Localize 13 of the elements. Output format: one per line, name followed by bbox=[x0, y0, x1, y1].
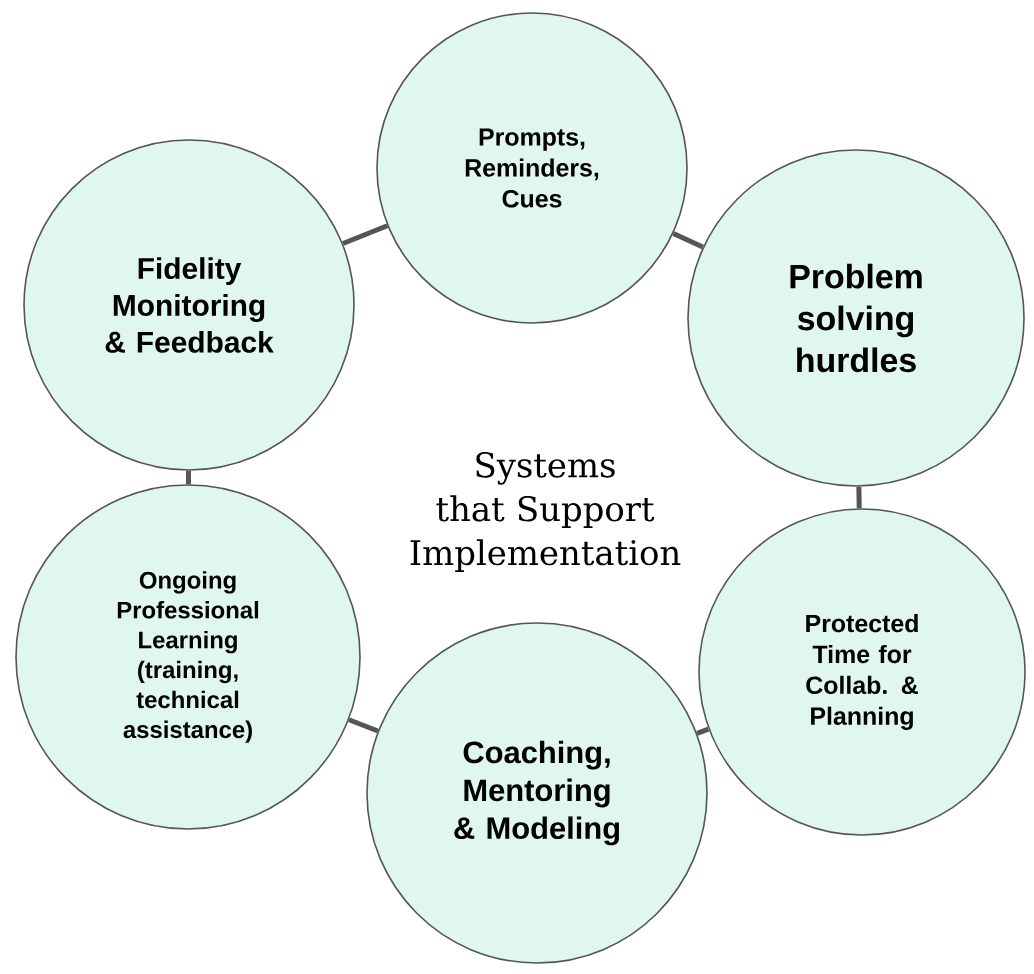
center-title: Systems that Support Implementation bbox=[410, 452, 681, 572]
connector-line bbox=[342, 223, 389, 246]
circle-node: Problem solving hurdles bbox=[687, 149, 1025, 487]
connector-line bbox=[672, 231, 704, 250]
connector-line bbox=[696, 726, 710, 736]
circle-node: Fidelity Monitoring & Feedback bbox=[23, 139, 355, 471]
circle-node: Protected Time for Collab. & Planning bbox=[698, 508, 1026, 836]
circle-node: Ongoing Professional Learning (training, technical assistance) bbox=[15, 484, 361, 830]
connector-line bbox=[186, 470, 192, 485]
connector-line bbox=[856, 486, 862, 509]
connector-line bbox=[348, 717, 379, 734]
circle-node: Coaching, Mentoring & Modeling bbox=[366, 622, 708, 964]
circle-node: Prompts, Reminders, Cues bbox=[376, 12, 688, 324]
